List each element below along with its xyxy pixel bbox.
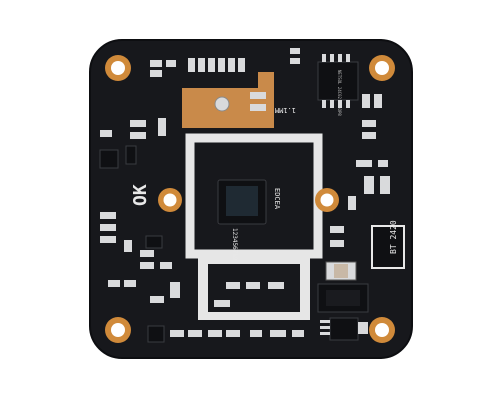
image-sensor: EDCEA 123456789: [217, 179, 281, 261]
eeprom-label: NETSOL 24C02 TSSOP8: [337, 70, 342, 116]
regulator-bottom-right: [317, 283, 369, 313]
eeprom-chip: NETSOL 24C02 TSSOP8: [317, 54, 359, 116]
smd-components: [100, 92, 390, 307]
small-ic-left: [99, 145, 163, 249]
ldo-bottom: [320, 317, 368, 341]
lens-screw-hole-left-icon: [158, 188, 182, 212]
inductor-label: BT 2420: [389, 220, 398, 254]
mount-hole-bottom-right-icon: [369, 317, 395, 343]
mount-hole-bottom-left-icon: [105, 317, 131, 343]
capacitor-bottom-right: [325, 261, 357, 281]
top-connector-pads: [150, 48, 300, 77]
board-logo: OK: [130, 184, 151, 206]
bottom-component-row: [147, 325, 304, 343]
copper-pad-area: [182, 72, 274, 128]
inductor: BT 2420: [371, 220, 405, 269]
mount-hole-top-right-icon: [369, 55, 395, 81]
mark-text: 1.1MM: [275, 106, 296, 114]
sensor-serial: 123456789: [231, 228, 238, 261]
sensor-code: EDCEA: [273, 188, 281, 210]
mount-hole-top-left-icon: [105, 55, 131, 81]
lens-screw-hole-right-icon: [315, 188, 339, 212]
lens-holder-lower: [198, 258, 310, 320]
